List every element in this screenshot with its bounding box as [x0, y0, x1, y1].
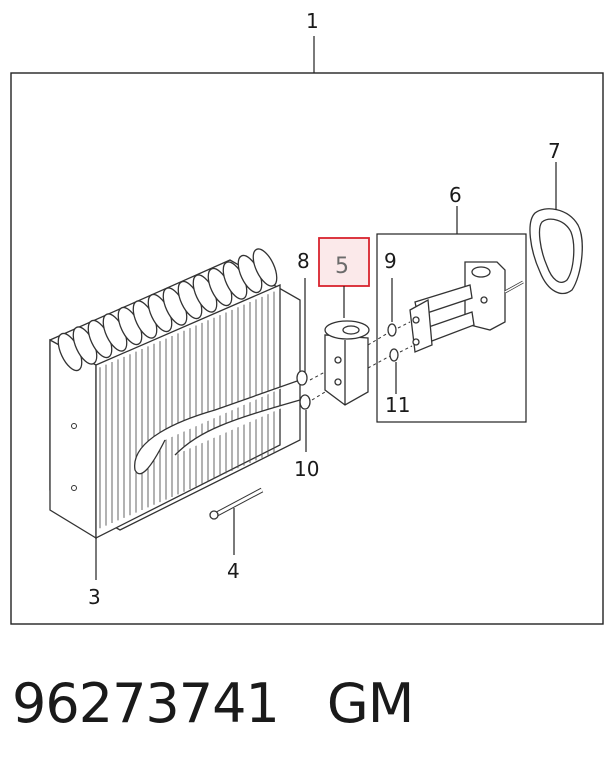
evaporator-core — [49, 248, 301, 540]
assembly-frame — [10, 72, 604, 625]
parts-diagram: 1 4 3 8 10 — [10, 9, 604, 625]
gasket — [529, 208, 583, 295]
detail-box — [376, 233, 527, 423]
callout-8: 8 — [297, 249, 310, 273]
expansion-valve — [324, 320, 370, 406]
tube-loop — [252, 248, 278, 287]
highlight-box — [318, 237, 370, 287]
o-ring-8 — [296, 370, 308, 386]
part-number: 96273741 — [12, 671, 280, 735]
o-ring-10 — [299, 394, 311, 410]
flange-bracket — [409, 261, 524, 353]
callout-5: 5 — [335, 254, 349, 279]
caption: 96273741 GM — [12, 668, 414, 738]
callout-11: 11 — [385, 393, 410, 417]
brand: GM — [326, 671, 414, 735]
callout-6: 6 — [449, 183, 462, 207]
bolt — [209, 487, 264, 520]
o-ring-9 — [387, 323, 397, 337]
callout-4: 4 — [227, 559, 240, 583]
callout-3: 3 — [88, 585, 101, 609]
o-ring-11 — [389, 348, 399, 362]
callout-10: 10 — [294, 457, 319, 481]
callout-7: 7 — [548, 139, 561, 163]
callout-1: 1 — [306, 9, 319, 33]
callout-9: 9 — [384, 249, 397, 273]
